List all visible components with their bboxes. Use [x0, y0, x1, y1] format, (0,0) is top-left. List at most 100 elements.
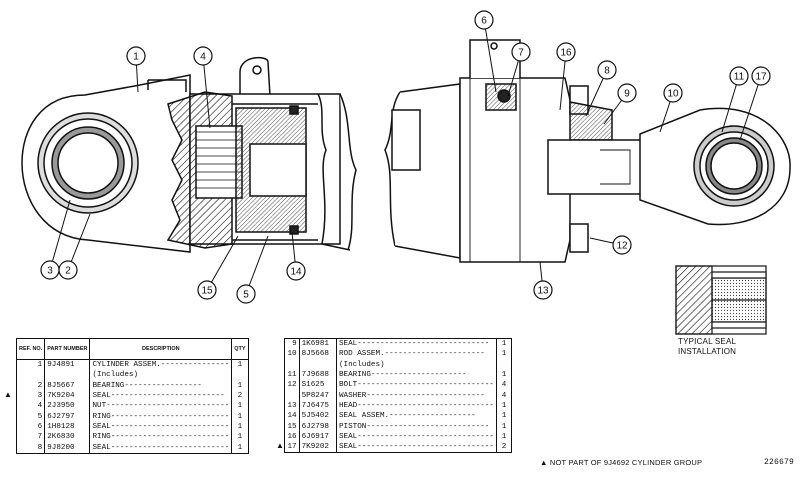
callout-number: 9	[624, 89, 630, 100]
cell-qty: 1	[501, 422, 507, 431]
cell-ref: 7	[16, 432, 46, 443]
cell-qty: 1	[237, 412, 243, 421]
callout-11: 11	[721, 66, 749, 133]
cell-ref: 13	[284, 400, 300, 412]
cell-pn: 9J8200	[44, 442, 91, 454]
cell-desc: BEARING-----------------	[89, 380, 233, 391]
cell-pn: 8J5668	[299, 349, 337, 360]
callout-bubble	[197, 280, 217, 300]
cell-pn: 6J2798	[299, 421, 337, 432]
header-part: PART NUMBER	[44, 338, 91, 360]
callout-bubble	[474, 10, 494, 30]
cell-qty: 1	[501, 340, 507, 349]
cell-qty: 1	[501, 371, 507, 380]
callout-number: 14	[290, 267, 302, 278]
cell-desc: SEAL------------------------------	[336, 441, 497, 453]
callout-leader	[721, 75, 740, 133]
cell-ref: 14	[284, 411, 300, 422]
header-desc: DESCRIPTION	[89, 338, 233, 360]
callout-8: 8	[585, 60, 617, 117]
cell-ref: 9	[284, 338, 300, 350]
cell-pn: 7J9688	[299, 369, 337, 381]
cell-desc: BOLT------------------------------	[336, 380, 497, 391]
callout-number: 2	[65, 266, 71, 277]
callout-number: 17	[755, 72, 767, 83]
callout-leader	[49, 199, 71, 271]
footnote: ▲ NOT PART OF 9J4692 CYLINDER GROUP	[540, 458, 703, 467]
cell-qty: 1	[501, 350, 507, 359]
parts-table-left: REF. NO. PART NUMBER DESCRIPTION QTY 1 9J…	[15, 338, 249, 454]
cell-desc: CYLINDER ASSEM.---------------	[89, 359, 233, 371]
cell-pn: 8J5667	[44, 380, 91, 391]
cell-ref: 17	[284, 441, 300, 453]
callout-bubble	[193, 46, 213, 66]
callout-16: 16	[556, 42, 576, 111]
cell-pn	[299, 359, 337, 370]
callout-14: 14	[286, 231, 306, 281]
cell-desc: PISTON---------------------------	[336, 421, 497, 432]
seal-caption-line2: INSTALLATION	[678, 347, 737, 356]
cell-ref: 2	[16, 380, 46, 391]
header-ref: REF. NO.	[15, 338, 46, 360]
callout-bubble	[236, 284, 256, 304]
seal-caption: TYPICAL SEAL INSTALLATION	[678, 337, 788, 357]
cell-qty: 1	[237, 443, 243, 452]
cell-pn: 6J2797	[44, 411, 91, 422]
cell-pn: S1625	[299, 380, 337, 391]
callout-number: 5	[243, 290, 249, 301]
callout-bubble	[617, 83, 637, 103]
cell-desc: SEAL------------------------------	[336, 431, 497, 442]
callout-number: 7	[518, 48, 524, 59]
callout-6: 6	[474, 10, 497, 93]
callout-1: 1	[126, 46, 146, 93]
cylinder-right-assembly	[384, 39, 791, 263]
cell-pn: 6J6917	[299, 431, 337, 442]
cell-qty: 1	[501, 432, 507, 441]
cell-desc: (Includes)	[89, 370, 233, 381]
cell-desc: RING--------------------------	[89, 411, 233, 422]
cell-desc: SEAL-------------------------	[89, 390, 233, 402]
callout-bubble	[751, 66, 771, 86]
cell-pn: 9J4891	[44, 359, 91, 371]
cell-ref: 16	[284, 431, 300, 442]
callout-number: 16	[560, 48, 572, 59]
callout-number: 3	[47, 266, 53, 277]
cell-ref	[284, 359, 300, 370]
cell-ref: 4	[16, 401, 46, 412]
cell-ref	[284, 390, 300, 401]
cell-desc: SEAL--------------------------	[89, 442, 233, 454]
seal-caption-line1: TYPICAL SEAL	[678, 337, 737, 346]
callout-leader	[559, 51, 567, 111]
callout-bubble	[729, 66, 749, 86]
cell-ref: 3	[16, 390, 46, 402]
parts-table-left-header: REF. NO. PART NUMBER DESCRIPTION QTY	[15, 338, 249, 360]
cell-qty: 4	[501, 381, 507, 390]
cell-qty: 2	[237, 392, 243, 401]
callout-7: 7	[507, 42, 531, 97]
cell-qty: 1	[501, 401, 507, 410]
cell-qty: 4	[501, 391, 507, 400]
cell-desc: RING--------------------------	[89, 432, 233, 443]
cell-desc: SEAL ASSEM.-------------------	[336, 411, 497, 422]
callout-leader	[483, 19, 497, 93]
cell-desc: ROD ASSEM.----------------------	[336, 349, 497, 360]
cell-ref: 6	[16, 421, 46, 433]
cell-ref: 5	[16, 411, 46, 422]
cell-desc: WASHER--------------------------	[336, 390, 497, 401]
callout-bubble	[40, 260, 60, 280]
cell-qty: 1	[237, 422, 243, 431]
callout-bubble	[597, 60, 617, 80]
